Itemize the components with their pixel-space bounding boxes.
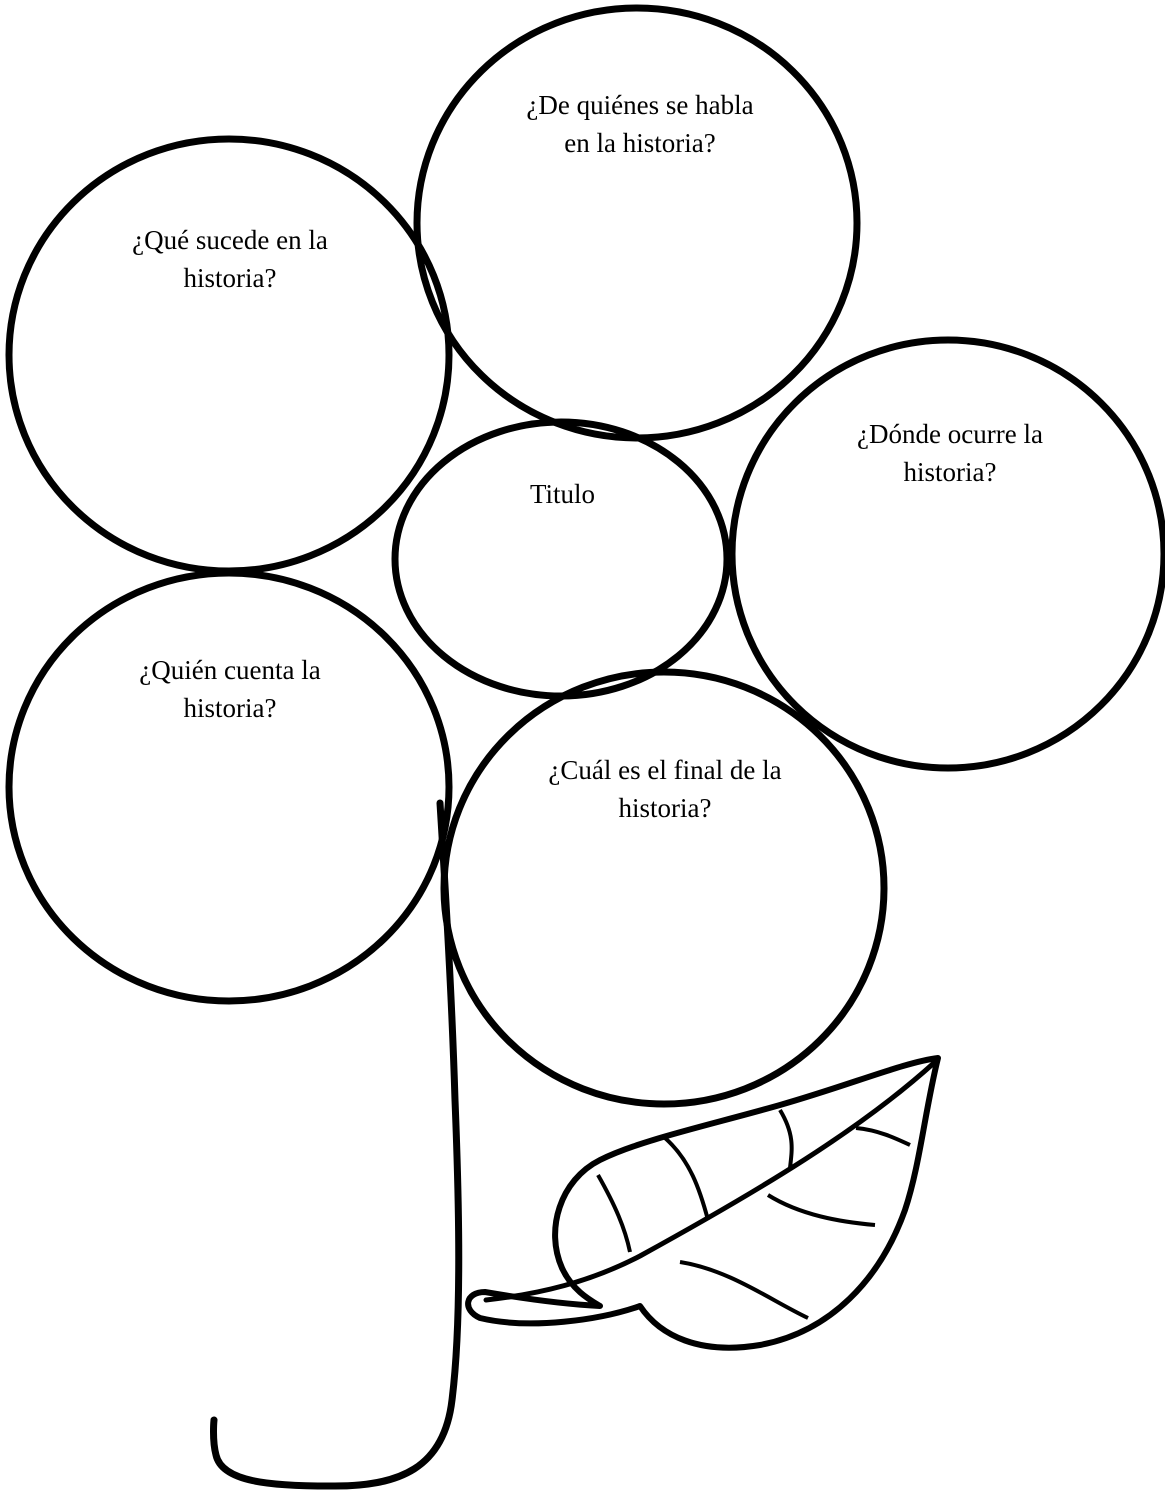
bubble-where-label: ¿Dónde ocurre la historia? (785, 415, 1115, 491)
flower-stem (214, 803, 459, 1486)
bubble-what-circle (9, 139, 449, 571)
bubble-what-label: ¿Qué sucede en la historia? (70, 221, 390, 297)
bubble-who-line: ¿De quiénes se habla (470, 86, 810, 124)
bubble-where-circle (732, 340, 1164, 768)
bubble-ending-line: historia? (485, 789, 845, 827)
bubble-who-line: en la historia? (470, 124, 810, 162)
leaf-vein (768, 1195, 875, 1225)
bubble-narrator-circle (9, 573, 449, 1001)
bubble-ending-label: ¿Cuál es el final de la historia? (485, 751, 845, 827)
leaf-vein (680, 1262, 808, 1318)
bubble-where-line: ¿Dónde ocurre la (785, 415, 1115, 453)
bubble-title-circle (395, 422, 727, 696)
bubble-who-circle (417, 8, 857, 438)
bubble-ending-circle (444, 672, 884, 1104)
bubble-where-line: historia? (785, 453, 1115, 491)
leaf-vein (780, 1110, 792, 1168)
bubble-what-line: ¿Qué sucede en la (70, 221, 390, 259)
leaf-vein (598, 1175, 630, 1252)
bubble-who-label: ¿De quiénes se habla en la historia? (470, 86, 810, 162)
leaf-vein (665, 1138, 708, 1220)
bubble-narrator-label: ¿Quién cuenta la historia? (70, 651, 390, 727)
bubble-narrator-line: ¿Quién cuenta la (70, 651, 390, 689)
leaf-vein (856, 1128, 910, 1145)
bubble-ending-line: ¿Cuál es el final de la (485, 751, 845, 789)
bubble-narrator-line: historia? (70, 689, 390, 727)
bubble-what-line: historia? (70, 259, 390, 297)
bubble-title-label: Titulo (490, 475, 635, 513)
bubble-title-line: Titulo (490, 475, 635, 513)
